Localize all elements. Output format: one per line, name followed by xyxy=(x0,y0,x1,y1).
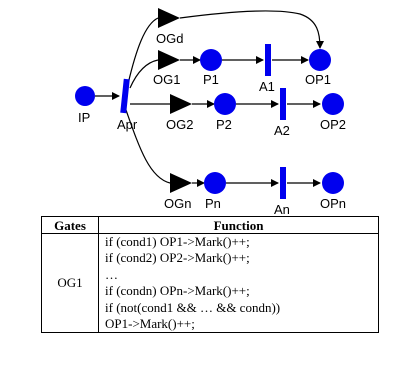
label-og1: OG1 xyxy=(153,72,180,87)
gate-ogn[interactable] xyxy=(170,173,192,193)
place-p2[interactable] xyxy=(214,93,236,115)
label-a2: A2 xyxy=(274,123,290,138)
place-pn[interactable] xyxy=(204,172,226,194)
transition-apr[interactable] xyxy=(120,78,130,114)
arc-apr-ogd xyxy=(127,17,159,85)
gates xyxy=(158,8,192,193)
gate-og1[interactable] xyxy=(158,50,180,70)
transition-an[interactable] xyxy=(280,167,286,199)
place-p1[interactable] xyxy=(200,49,222,71)
label-opn: OPn xyxy=(320,196,346,211)
table-header-row: Gates Function xyxy=(41,216,379,234)
petri-net-diagram: OGd OG1 OG2 OGn IP P1 P2 Pn OP1 OP2 OPn … xyxy=(75,8,346,217)
label-a1: A1 xyxy=(259,79,275,94)
function-line: if (cond2) OP2->Mark()++; xyxy=(105,250,250,266)
function-line: OP1->Mark()++; xyxy=(105,316,195,332)
label-an: An xyxy=(274,202,290,215)
places xyxy=(75,49,344,194)
function-line: if (condn) OPn->Mark()++; xyxy=(105,283,250,299)
place-op1[interactable] xyxy=(309,49,331,71)
label-og2: OG2 xyxy=(166,117,193,132)
label-op2: OP2 xyxy=(320,117,346,132)
arc-apr-ogn xyxy=(125,109,171,184)
label-pn: Pn xyxy=(205,196,221,211)
table-row: OG1 if (cond1) OP1->Mark()++; if (cond2)… xyxy=(41,232,379,334)
label-apr: Apr xyxy=(117,117,138,132)
label-p1: P1 xyxy=(203,72,219,87)
label-p2: P2 xyxy=(216,117,232,132)
label-ip: IP xyxy=(78,110,90,125)
label-ogd: OGd xyxy=(156,31,183,46)
transitions xyxy=(120,44,286,199)
place-ip[interactable] xyxy=(75,86,95,106)
transition-a1[interactable] xyxy=(265,44,271,76)
function-line: … xyxy=(105,266,118,282)
arc-apr-og1 xyxy=(129,59,159,89)
label-op1: OP1 xyxy=(305,72,331,87)
place-op2[interactable] xyxy=(322,93,344,115)
header-function: Function xyxy=(98,216,379,234)
label-ogn: OGn xyxy=(164,196,191,211)
gate-function-table: Gates Function OG1 if (cond1) OP1->Mark(… xyxy=(41,216,379,334)
arc-ogd-op1 xyxy=(179,10,324,49)
header-gates: Gates xyxy=(41,216,99,234)
function-line: if (cond1) OP1->Mark()++; xyxy=(105,234,250,249)
gate-og2[interactable] xyxy=(170,94,192,114)
labels: OGd OG1 OG2 OGn IP P1 P2 Pn OP1 OP2 OPn … xyxy=(78,31,346,217)
gate-ogd[interactable] xyxy=(158,8,180,28)
arcs xyxy=(95,10,324,187)
place-opn[interactable] xyxy=(322,172,344,194)
function-line: if (not(cond1 && … && condn)) xyxy=(105,299,281,315)
transition-a2[interactable] xyxy=(280,88,286,120)
gate-cell: OG1 xyxy=(41,232,99,334)
function-cell: if (cond1) OP1->Mark()++; if (cond2) OP2… xyxy=(98,232,379,334)
